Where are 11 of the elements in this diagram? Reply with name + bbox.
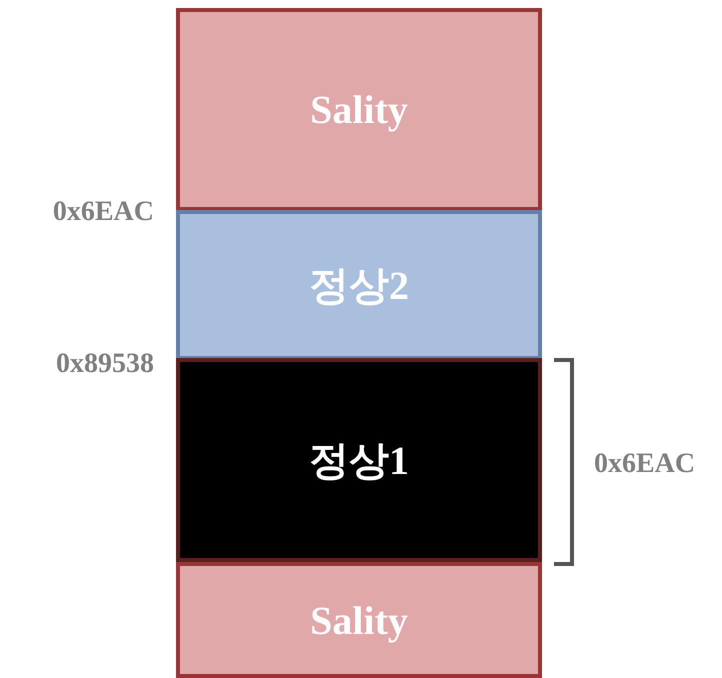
memory-block xyxy=(176,8,542,211)
address-label: 0x89538 xyxy=(55,348,154,380)
address-label: 0x6EAC xyxy=(594,448,696,480)
block-label: 정상1 xyxy=(309,436,409,484)
block-label: Sality xyxy=(310,596,408,644)
memory-block xyxy=(176,562,542,678)
memory-block xyxy=(176,210,542,360)
address-label: 0x6EAC xyxy=(52,196,154,228)
block-label: 정상2 xyxy=(309,262,409,310)
memory-block xyxy=(176,358,542,562)
block-label: Sality xyxy=(310,86,408,133)
